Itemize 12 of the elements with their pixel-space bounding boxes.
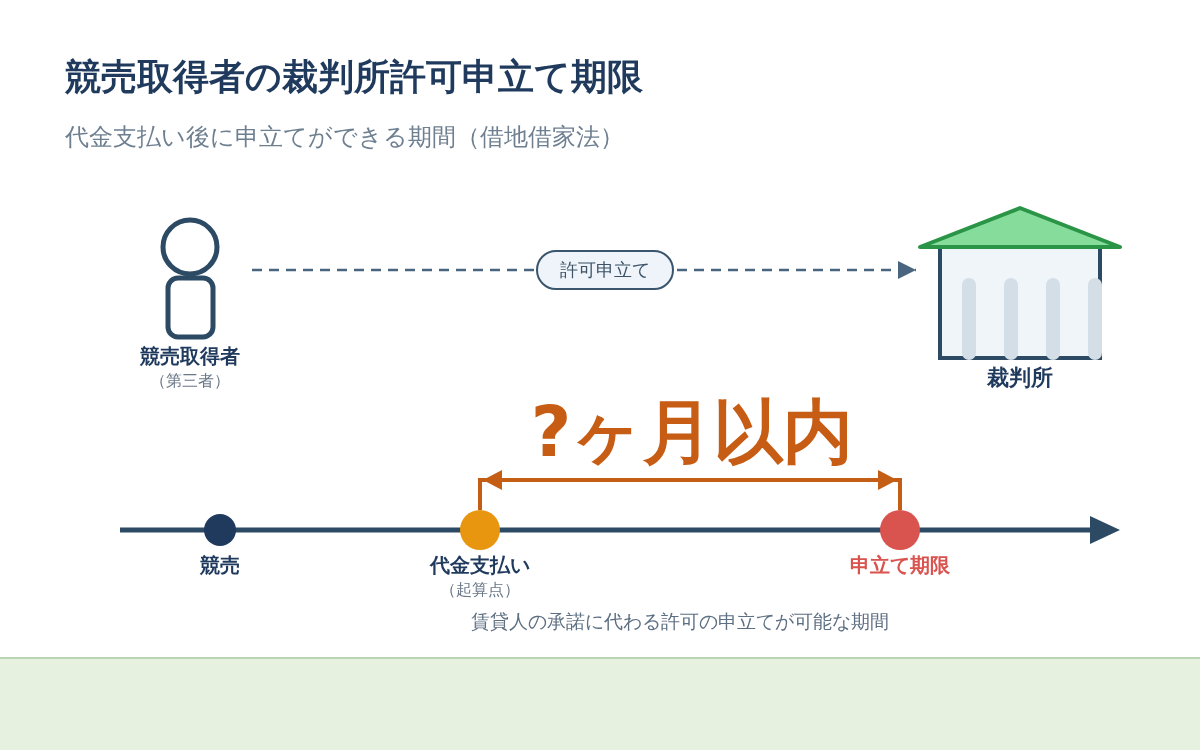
edge-label: 許可申立て bbox=[536, 250, 674, 290]
event-label: 競売 bbox=[200, 552, 240, 578]
event-note: （起算点） bbox=[440, 579, 520, 601]
subtitle: 代金支払い後に申立てができる期間（借地借家法） bbox=[65, 122, 624, 153]
duration-label: ?ヶ月以内 bbox=[530, 392, 854, 472]
person-name: 競売取得者 bbox=[140, 343, 240, 369]
event-label: 申立て期限 bbox=[850, 552, 950, 578]
event-label: 代金支払い bbox=[430, 552, 530, 578]
period-note: 賃貸人の承諾に代わる許可の申立てが可能な期間 bbox=[471, 609, 889, 634]
title: 競売取得者の裁判所許可申立て期限 bbox=[65, 55, 643, 99]
person-role: （第三者） bbox=[150, 370, 230, 392]
building-label: 裁判所 bbox=[987, 364, 1053, 392]
